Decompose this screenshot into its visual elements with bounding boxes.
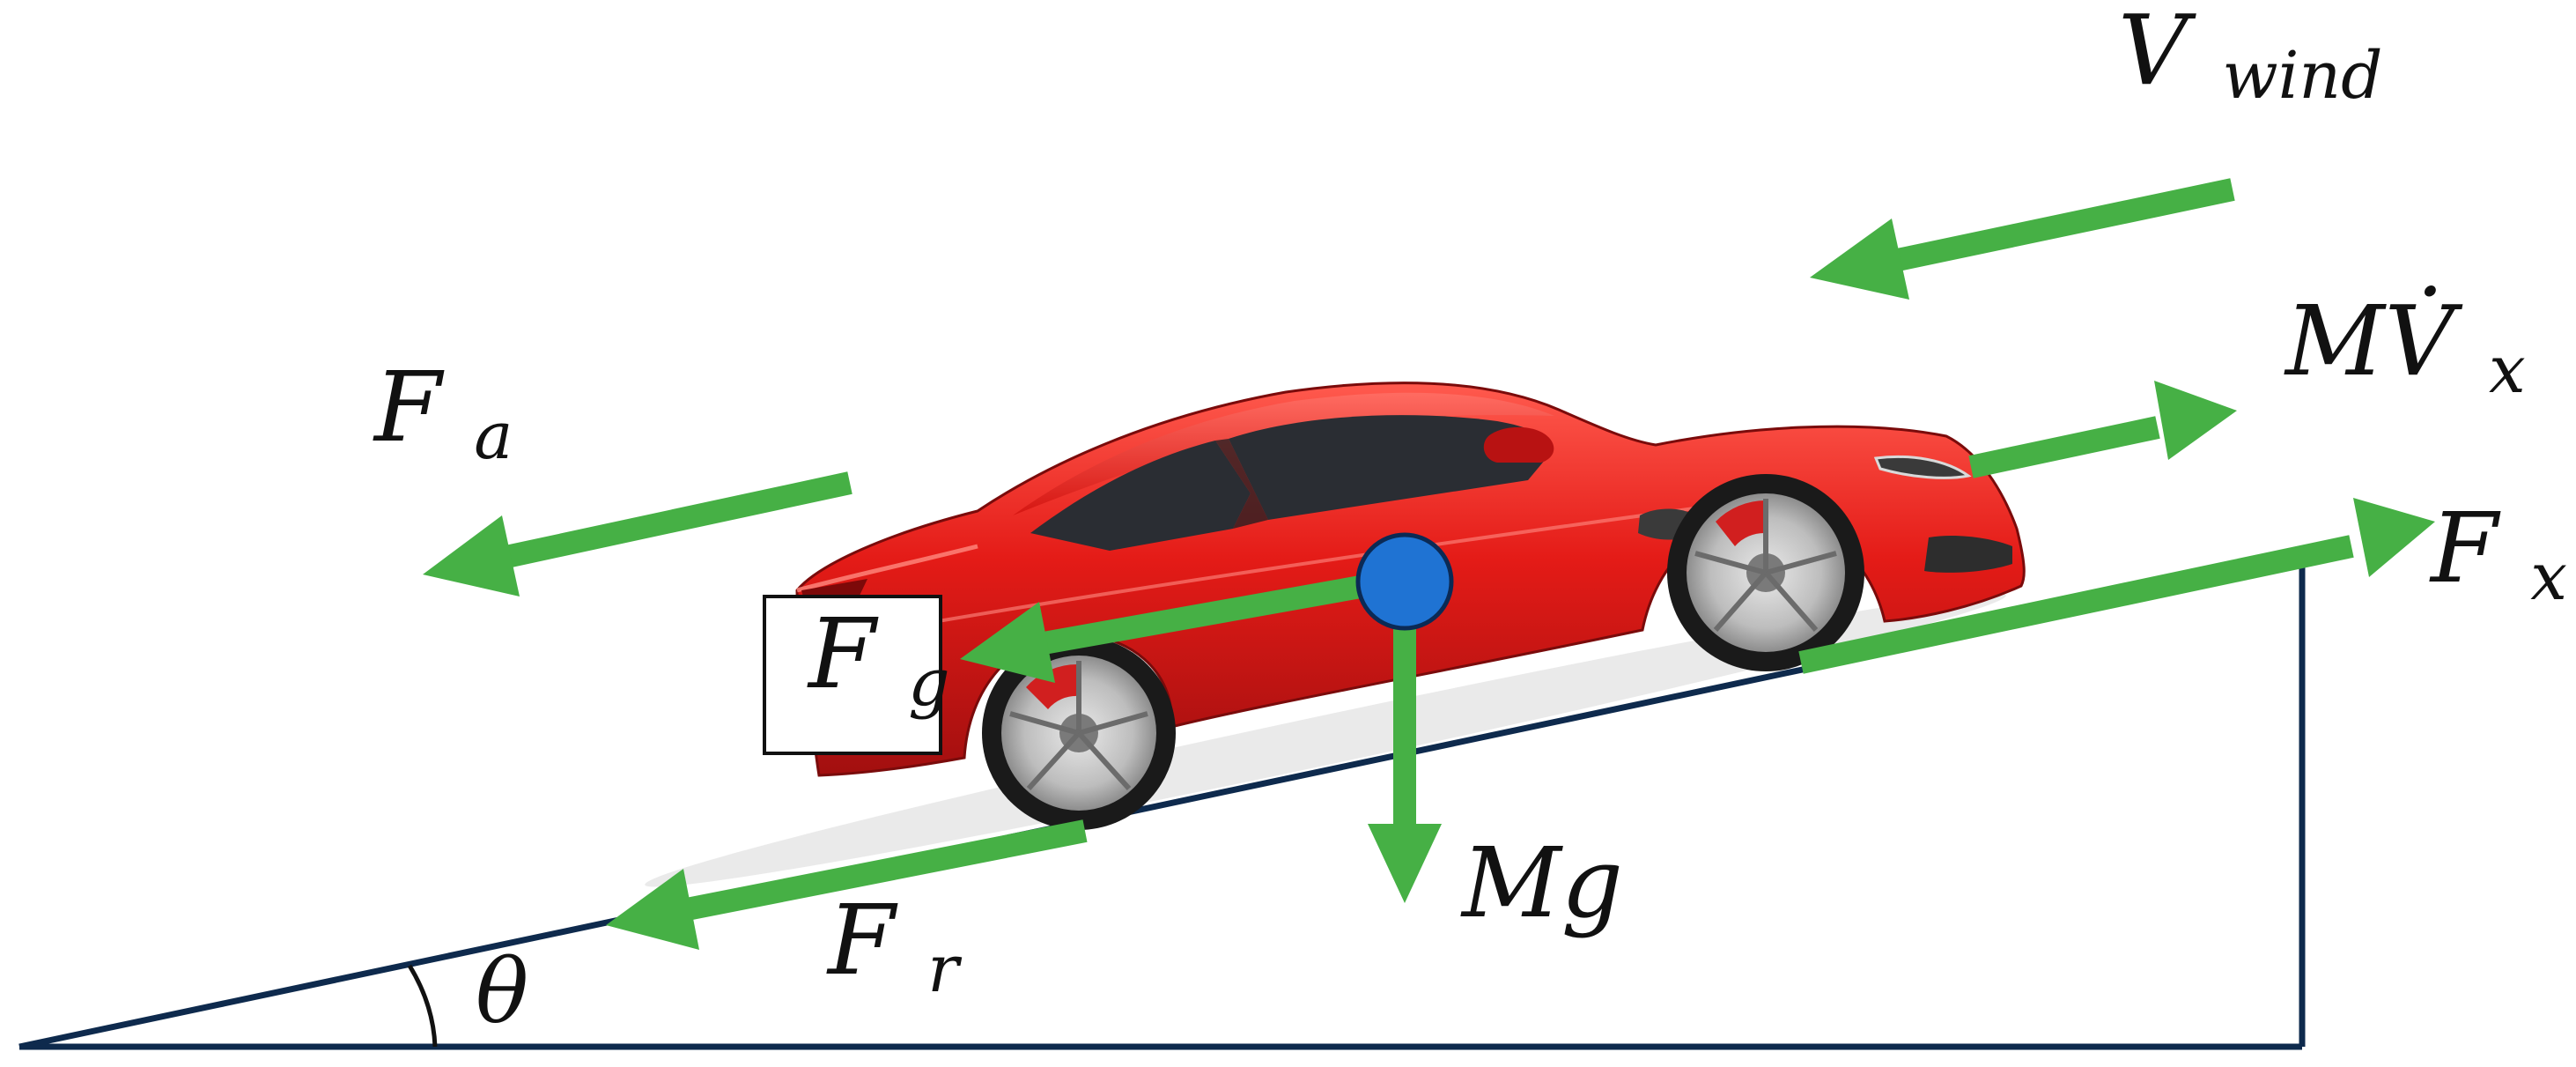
f-a-main: F [373,351,445,463]
f-x-main: F [2429,492,2501,604]
m-vdot-x-label: MV̇ x [2284,285,2526,408]
car-trunk-edge [796,544,978,593]
theta-angle-arc [407,964,438,1048]
f-x-arrow [1798,498,2435,674]
f-r-label: F r [826,884,963,1007]
f-r-sub: r [927,931,963,1007]
f-g-label: F g [807,597,950,721]
car-rear-window [1030,441,1251,551]
f-a-arrow [423,471,853,596]
m-vdot-x-sub: x [2489,332,2526,408]
car-side-window [1229,415,1550,520]
car-window-pillar [1215,439,1268,529]
v-wind-arrow [1810,178,2235,300]
car-roof [1013,392,1554,515]
v-wind-sub: wind [2222,38,2382,114]
m-vdot-x-main: MV̇ [2284,285,2463,397]
f-g-main: F [807,597,879,710]
force-arrows [423,178,2435,950]
mg-label: Mg [1460,826,1623,939]
f-x-sub: x [2530,539,2567,615]
car-shadow [645,593,2006,887]
center-of-gravity-icon [1355,532,1454,631]
f-a-label: F a [373,351,513,474]
theta-label: θ [476,940,528,1043]
car-front-intake [1924,536,2012,573]
car-headlight [1873,455,1972,479]
f-a-sub: a [474,398,513,474]
mg-arrow [1368,590,1442,903]
car-rear-wheel [982,636,1176,830]
f-x-label: F x [2429,492,2567,615]
f-r-main: F [826,884,898,997]
f-g-sub: g [908,645,949,721]
car-front-wheel [1667,474,1864,671]
fg-label-box [763,595,942,755]
f-r-arrow [606,819,1088,950]
m-vdot-x-arrow [1968,381,2237,478]
v-wind-label: V wind [2118,0,2382,114]
v-wind-main: V [2118,0,2196,107]
car-crease-line [862,492,1806,636]
car-side-mirror [1483,426,1554,463]
labels: V wind MV̇ x F x F a F g [373,0,2567,1043]
f-g-arrow [960,568,1403,683]
